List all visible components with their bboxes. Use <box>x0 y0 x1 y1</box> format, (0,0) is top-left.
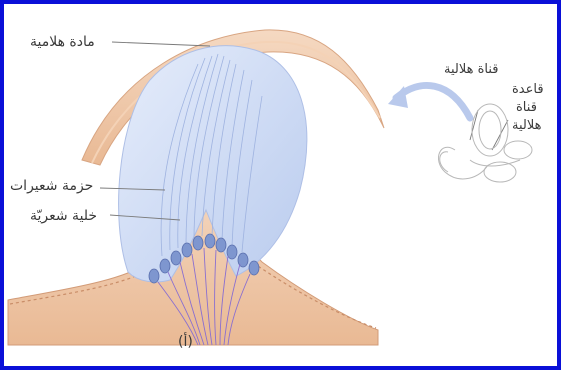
canal-sketch <box>438 104 532 182</box>
hair-cell-label: خلية شعريّة <box>30 208 97 224</box>
canal-base-label-2: قناة <box>516 100 537 115</box>
arrow <box>396 85 470 118</box>
canal-label: قناة هلالية <box>444 62 499 77</box>
hair-bundle-label: حزمة شعيرات <box>10 178 93 194</box>
figure-letter: (أ) <box>178 334 193 350</box>
canal-base-label-3: هلالية <box>512 118 541 133</box>
canal-base-label-1: قاعدة <box>512 82 544 97</box>
gel-label: مادة هلامية <box>30 34 95 50</box>
